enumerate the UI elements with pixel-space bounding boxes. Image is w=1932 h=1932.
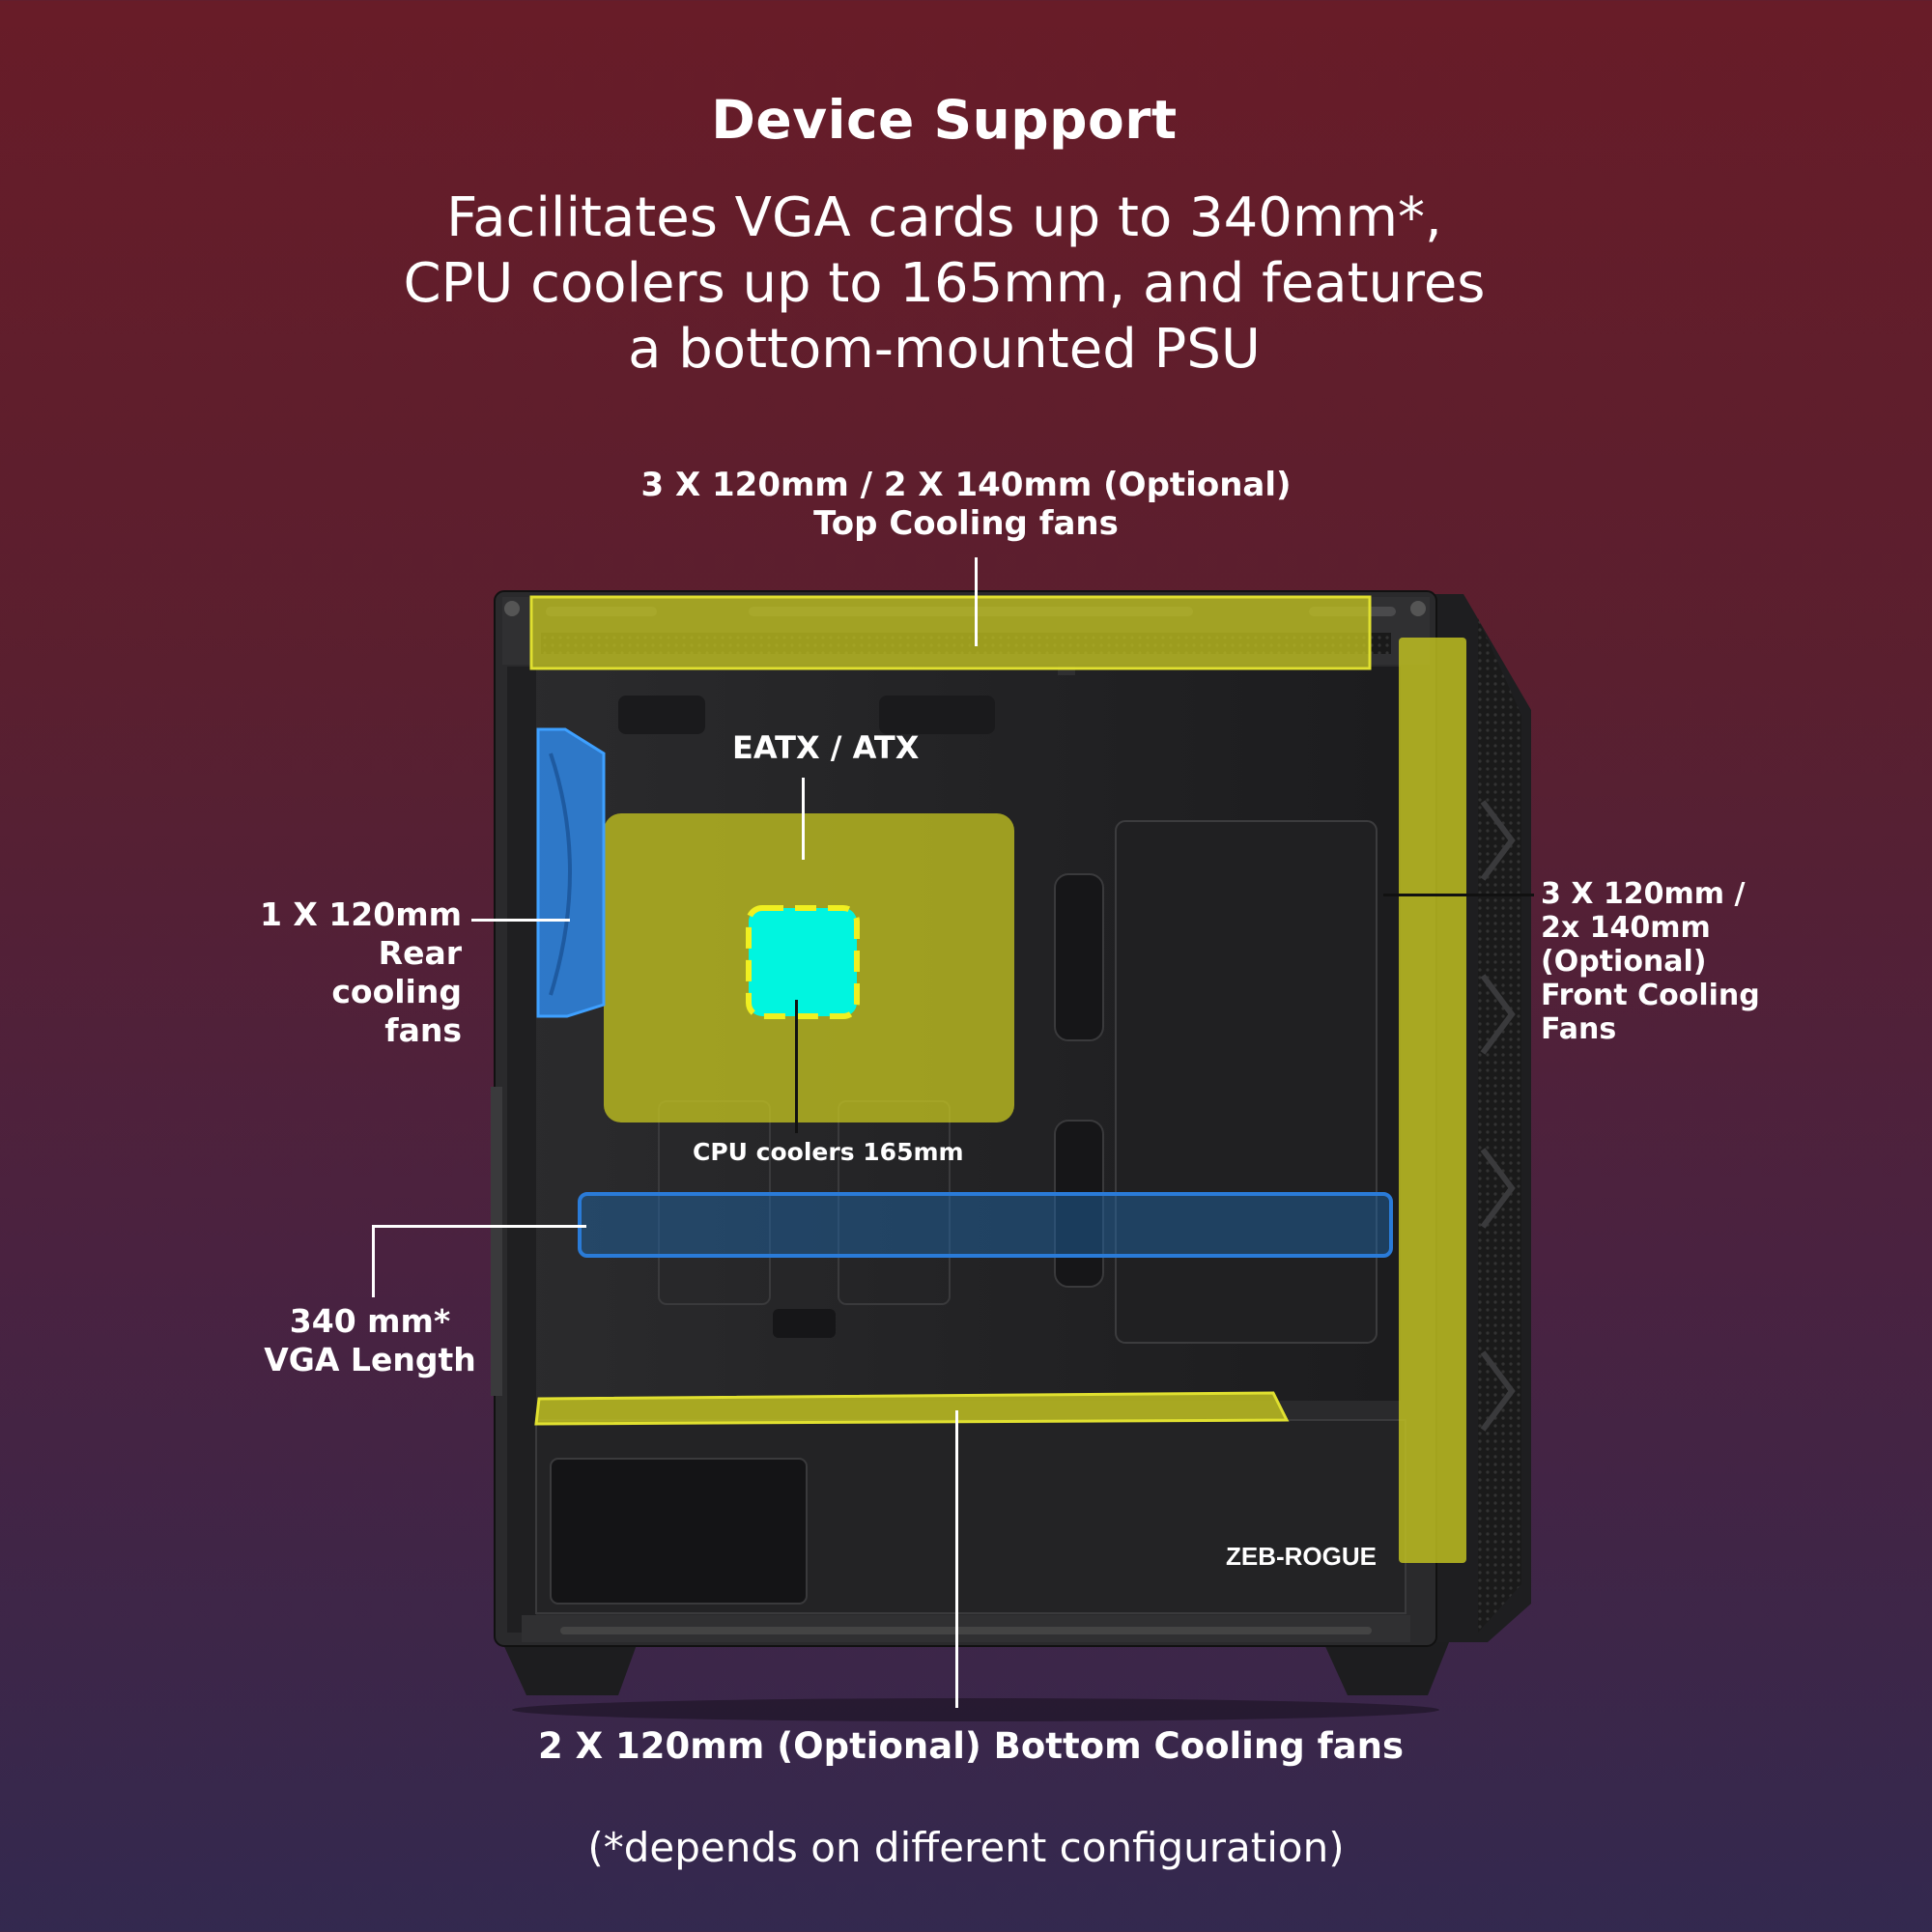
cpu-cooler-label: CPU coolers 165mm [693, 1138, 964, 1166]
subtitle-line: a bottom-mounted PSU [628, 318, 1261, 381]
page-subtitle: Facilitates VGA cards up to 340mm*, CPU … [0, 185, 1889, 383]
front-fans-label: 3 X 120mm / 2x 140mm (Optional) Front Co… [1541, 877, 1760, 1046]
vga-leader-v [372, 1225, 375, 1297]
page-title: Device Support [711, 89, 1178, 151]
top-fans-leader [975, 557, 978, 646]
footnote: (*depends on different configuration) [587, 1824, 1345, 1871]
subtitle-line: CPU coolers up to 165mm, and features [403, 252, 1486, 315]
cpu-cooler-highlight [746, 905, 860, 1019]
case-foot-right [1323, 1642, 1449, 1695]
bottom-fans-leader [955, 1410, 958, 1708]
rear-fan-leader [471, 919, 570, 922]
case-foot-left [502, 1642, 638, 1695]
vga-leader-h [372, 1225, 586, 1228]
vga-highlight [578, 1192, 1393, 1258]
rear-fan-label: 1 X 120mm Rear cooling fans [259, 895, 462, 1049]
motherboard-label: EATX / ATX [732, 729, 920, 766]
front-fans-leader [1383, 894, 1534, 896]
motherboard-leader [802, 778, 805, 860]
brand-logo: ZEB-ROGUE [1226, 1542, 1377, 1571]
cpu-leader [795, 1000, 798, 1133]
subtitle-line: Facilitates VGA cards up to 340mm*, [446, 186, 1442, 249]
front-fans-highlight [1399, 638, 1466, 1563]
bottom-fans-highlight [534, 1391, 1290, 1426]
top-fans-label: 3 X 120mm / 2 X 140mm (Optional) Top Coo… [640, 466, 1292, 543]
vga-label: 340 mm* VGA Length [264, 1302, 476, 1378]
top-fans-highlight [529, 595, 1372, 670]
bottom-fans-label: 2 X 120mm (Optional) Bottom Cooling fans [537, 1725, 1405, 1767]
